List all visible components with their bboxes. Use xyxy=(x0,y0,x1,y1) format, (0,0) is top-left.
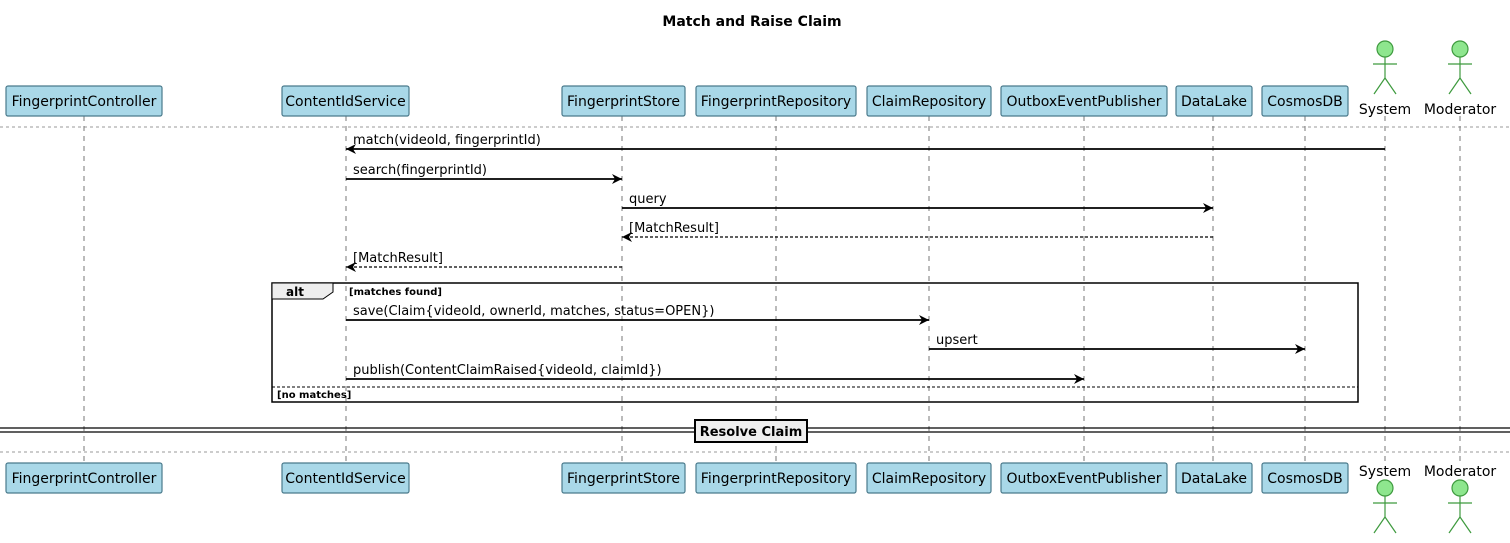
participant-label: ContentIdService xyxy=(285,471,405,487)
message-4: [MatchResult] xyxy=(622,221,1213,242)
resolve-claim-divider: Resolve Claim xyxy=(0,419,1510,443)
actor-moderator-bottom: Moderator xyxy=(1424,464,1497,534)
participant-box xyxy=(1261,85,1349,117)
actor-right-leg xyxy=(1459,516,1472,534)
actor-label: System xyxy=(1359,102,1411,118)
participant-box xyxy=(695,462,857,494)
participant-cdb-top: CosmosDB xyxy=(1261,85,1349,117)
participant-dl-top: DataLake xyxy=(1175,85,1253,117)
participant-fr-bottom: FingerprintRepository xyxy=(695,462,857,494)
participant-fs-top: FingerprintStore xyxy=(561,85,686,117)
participant-box xyxy=(866,85,992,117)
participant-cdb-bottom: CosmosDB xyxy=(1261,462,1349,494)
actor-right-leg xyxy=(1459,77,1472,95)
actor-label: System xyxy=(1359,464,1411,480)
participant-box xyxy=(1175,462,1253,494)
fragment-else-guard: [no matches] xyxy=(277,390,351,401)
participant-oep-top: OutboxEventPublisher xyxy=(1000,85,1168,117)
actor-head xyxy=(1451,479,1469,497)
message-1: match(videoId, fingerprintId) xyxy=(346,133,1385,154)
participant-box xyxy=(281,462,410,494)
participant-dl-bottom: DataLake xyxy=(1175,462,1253,494)
message-label: match(videoId, fingerprintId) xyxy=(353,133,541,148)
message-label: save(Claim{videoId, ownerId, matches, st… xyxy=(353,304,714,319)
participant-box xyxy=(1261,462,1349,494)
actor-left-leg xyxy=(1373,77,1386,95)
diagram-title: Match and Raise Claim xyxy=(662,14,841,30)
fragment-guard: [matches found] xyxy=(349,287,442,298)
participant-label: FingerprintController xyxy=(12,471,157,487)
participant-label: OutboxEventPublisher xyxy=(1006,471,1161,487)
participant-label: ClaimRepository xyxy=(872,471,986,487)
message-3: query xyxy=(622,192,1213,213)
participant-label: CosmosDB xyxy=(1267,94,1343,110)
participant-fc-top: FingerprintController xyxy=(5,85,163,117)
message-7: upsert xyxy=(929,333,1305,354)
participant-box xyxy=(1000,85,1168,117)
participant-label: ClaimRepository xyxy=(872,94,986,110)
participant-fc-bottom: FingerprintController xyxy=(5,462,163,494)
participant-cr-bottom: ClaimRepository xyxy=(866,462,992,494)
participant-box xyxy=(5,462,163,494)
participant-box xyxy=(866,462,992,494)
participant-cis-top: ContentIdService xyxy=(281,85,410,117)
participant-box xyxy=(281,85,410,117)
actor-label: Moderator xyxy=(1424,102,1497,118)
participant-label: ContentIdService xyxy=(285,94,405,110)
participant-box xyxy=(5,85,163,117)
participant-label: FingerprintStore xyxy=(567,94,680,110)
message-label: upsert xyxy=(936,333,978,348)
participant-label: FingerprintRepository xyxy=(701,471,851,487)
actor-left-leg xyxy=(1448,77,1461,95)
actor-head xyxy=(1376,40,1394,58)
actor-moderator-top: Moderator xyxy=(1424,40,1497,118)
actor-left-leg xyxy=(1448,516,1461,534)
participant-box xyxy=(1175,85,1253,117)
actor-head xyxy=(1376,479,1394,497)
participant-cr-top: ClaimRepository xyxy=(866,85,992,117)
participant-box xyxy=(1000,462,1168,494)
actor-left-leg xyxy=(1373,516,1386,534)
participant-label: OutboxEventPublisher xyxy=(1006,94,1161,110)
actor-system-top: System xyxy=(1359,40,1411,118)
message-label: [MatchResult] xyxy=(353,251,443,266)
participant-fs-bottom: FingerprintStore xyxy=(561,462,686,494)
participant-label: FingerprintController xyxy=(12,94,157,110)
actor-system-bottom: System xyxy=(1359,464,1411,534)
participant-label: DataLake xyxy=(1181,471,1247,487)
alt-fragment: alt [matches found] [no matches] xyxy=(271,282,1359,403)
message-label: publish(ContentClaimRaised{videoId, clai… xyxy=(353,363,662,378)
message-label: [MatchResult] xyxy=(629,221,719,236)
participant-box xyxy=(561,462,686,494)
participant-cis-bottom: ContentIdService xyxy=(281,462,410,494)
actor-right-leg xyxy=(1384,516,1397,534)
participant-label: FingerprintRepository xyxy=(701,94,851,110)
message-8: publish(ContentClaimRaised{videoId, clai… xyxy=(346,363,1084,384)
message-5: [MatchResult] xyxy=(346,251,622,272)
message-label: search(fingerprintId) xyxy=(353,163,487,178)
fragment-operator: alt xyxy=(286,285,304,299)
message-label: query xyxy=(629,192,667,207)
message-2: search(fingerprintId) xyxy=(346,163,622,184)
participant-oep-bottom: OutboxEventPublisher xyxy=(1000,462,1168,494)
divider-label: Resolve Claim xyxy=(700,425,803,440)
participant-label: FingerprintStore xyxy=(567,471,680,487)
message-6: save(Claim{videoId, ownerId, matches, st… xyxy=(346,304,929,325)
actor-head xyxy=(1451,40,1469,58)
participant-box xyxy=(695,85,857,117)
participant-label: CosmosDB xyxy=(1267,471,1343,487)
actor-right-leg xyxy=(1384,77,1397,95)
participant-box xyxy=(561,85,686,117)
participant-fr-top: FingerprintRepository xyxy=(695,85,857,117)
actor-label: Moderator xyxy=(1424,464,1497,480)
participant-label: DataLake xyxy=(1181,94,1247,110)
